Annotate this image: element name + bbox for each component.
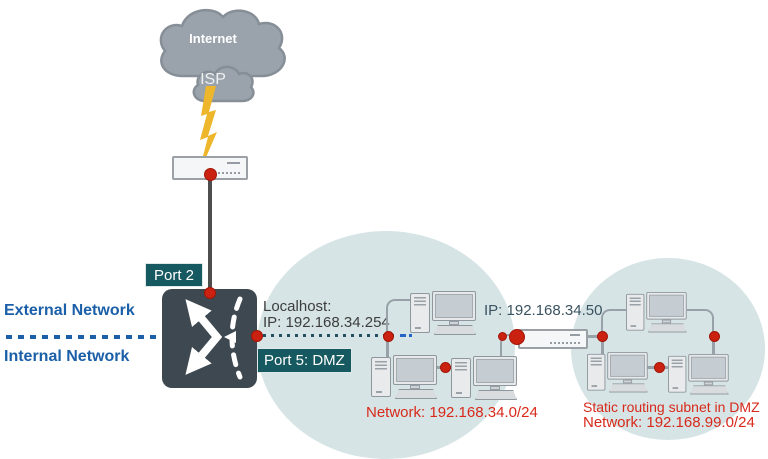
port-2-badge: Port 2: [145, 263, 203, 287]
network-boundary-divider: [6, 335, 158, 339]
switch-led-line: [570, 334, 580, 336]
dmz-dotted-link: [263, 334, 396, 337]
connection-node-icon: [204, 168, 217, 181]
computer-icon: [587, 352, 648, 394]
computer-monitor: [473, 356, 517, 386]
network-link: [601, 340, 604, 354]
network-link: [588, 335, 600, 338]
computer-icon: [668, 354, 729, 396]
computer-tower: [668, 355, 687, 393]
computer-keyboard: [609, 383, 648, 393]
connection-node-icon: [597, 331, 608, 342]
lightning-icon: [200, 86, 217, 162]
computer-icon: [451, 356, 517, 402]
localhost-label: Localhost:: [263, 298, 332, 315]
static-subnet-network-label: Network: 192.168.99.0/24: [583, 414, 755, 431]
computer-stand: [703, 381, 714, 386]
computer-monitor: [393, 355, 437, 385]
computer-keyboard: [395, 389, 437, 399]
modem-port-dots: [206, 172, 240, 174]
computer-monitor: [432, 291, 476, 321]
connection-node-icon: [498, 332, 507, 341]
computer-stand: [449, 321, 459, 325]
computer-tower: [626, 293, 645, 331]
computer-icon: [371, 355, 437, 401]
computer-icon: [626, 292, 687, 334]
network-link: [386, 299, 412, 336]
computer-tower: [371, 357, 391, 397]
connection-node-icon: [251, 330, 263, 342]
internal-network-label: Internal Network: [4, 348, 130, 365]
computer-monitor: [607, 352, 648, 380]
static-subnet-title-label: Static routing subnet in DMZ: [583, 399, 760, 415]
modem-firewall-link: [208, 180, 212, 290]
network-link: [687, 309, 714, 338]
connection-node-icon: [440, 362, 451, 373]
internet-label: Internet: [189, 31, 237, 46]
computer-icon: [410, 291, 476, 337]
connection-node-icon: [509, 329, 525, 345]
computer-stand: [490, 386, 500, 390]
network-link: [386, 340, 389, 357]
switch-ip-label: IP: 192.168.34.50: [484, 302, 603, 319]
connection-node-icon: [383, 331, 394, 342]
localhost-ip-label: IP: 192.168.34.254: [263, 314, 390, 331]
computer-monitor: [646, 292, 687, 320]
firewall-icon: [162, 289, 257, 388]
computer-keyboard: [434, 325, 476, 335]
computer-tower: [410, 293, 430, 333]
switch-icon: [518, 329, 588, 349]
computer-tower: [587, 353, 606, 391]
computer-stand: [410, 385, 420, 389]
connection-node-icon: [709, 331, 720, 342]
computer-stand: [661, 319, 672, 324]
computer-tower: [451, 358, 471, 398]
connection-node-icon: [204, 287, 216, 299]
network-link: [712, 340, 715, 356]
external-network-label: External Network: [4, 302, 135, 319]
computer-keyboard: [648, 323, 687, 333]
computer-monitor: [688, 354, 729, 382]
computer-stand: [622, 379, 633, 384]
port-5-dmz-badge: Port 5: DMZ: [257, 348, 352, 373]
network-link: [601, 309, 628, 338]
switch-port-dots: [550, 342, 580, 344]
computer-keyboard: [690, 385, 729, 395]
connection-node-icon: [654, 362, 665, 373]
modem-led-line: [227, 162, 240, 164]
computer-keyboard: [475, 390, 517, 400]
dmz-network-label: Network: 192.168.34.0/24: [366, 404, 538, 421]
isp-label: ISP: [200, 71, 226, 88]
